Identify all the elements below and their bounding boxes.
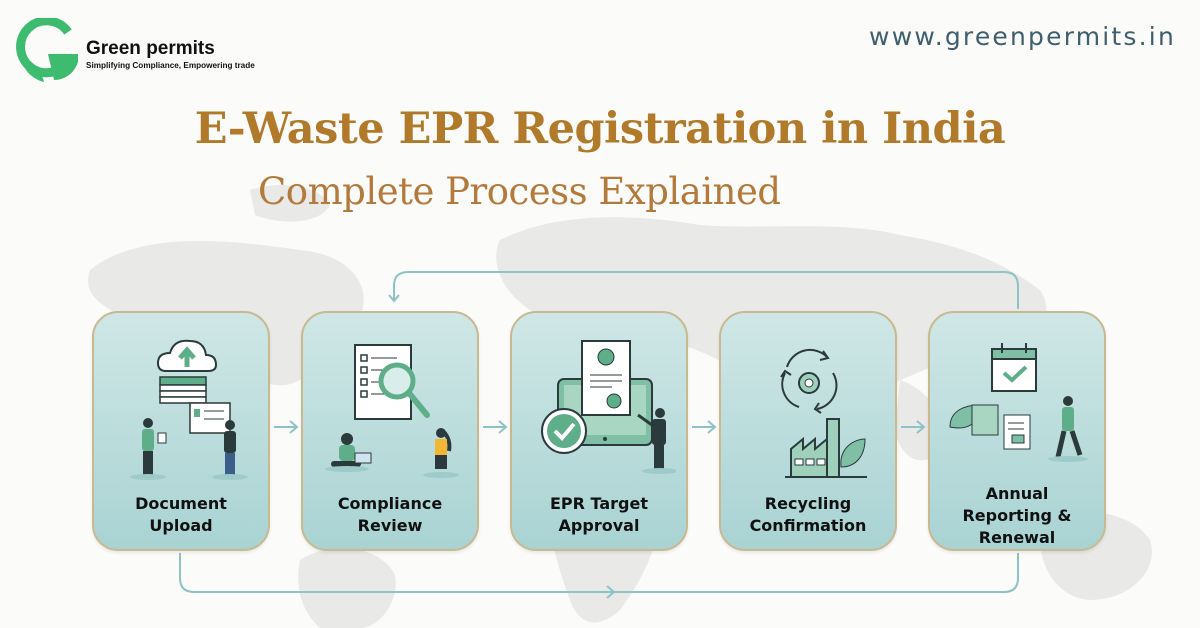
- approved-certificate-icon: [541, 340, 676, 474]
- step-label-line: Confirmation: [749, 516, 867, 535]
- step-label-line: Document: [135, 494, 227, 513]
- website-url[interactable]: www.greenpermits.in: [869, 22, 1176, 51]
- step-label-line: Compliance: [337, 494, 443, 513]
- step-card-compliance-review[interactable]: Compliance Review: [301, 311, 479, 551]
- step-label: Annual Reporting & Renewal: [930, 483, 1104, 549]
- cloud-upload-documents-icon: [130, 339, 248, 480]
- step-label: Compliance Review: [303, 493, 477, 537]
- step-label-line: Upload: [149, 516, 213, 535]
- step-card-document-upload[interactable]: Document Upload: [92, 311, 270, 551]
- step-label: Recycling Confirmation: [721, 493, 895, 537]
- step-card-annual-reporting-renewal[interactable]: Annual Reporting & Renewal: [928, 311, 1106, 551]
- brand-name: Green permits: [86, 38, 215, 59]
- checklist-magnifier-icon: [325, 344, 459, 478]
- step-label-line: Review: [357, 516, 423, 535]
- step-label-line: Renewal: [978, 528, 1056, 547]
- green-g-logo-icon: [16, 18, 78, 82]
- recycling-factory-icon: [780, 348, 867, 478]
- step-label-line: Recycling: [764, 494, 852, 513]
- step-card-epr-target-approval[interactable]: EPR Target Approval: [510, 311, 688, 551]
- page-title: E-Waste EPR Registration in India: [194, 104, 1006, 154]
- step-label-line: Annual: [985, 484, 1049, 503]
- brand-logo[interactable]: Green permits Simplifying Compliance, Em…: [16, 18, 276, 84]
- step-card-recycling-confirmation[interactable]: Recycling Confirmation: [719, 311, 897, 551]
- page-subtitle: Complete Process Explained: [258, 170, 781, 213]
- step-label: EPR Target Approval: [512, 493, 686, 537]
- calendar-report-icon: [949, 343, 1088, 462]
- step-label: Document Upload: [94, 493, 268, 537]
- step-label-line: Reporting &: [962, 506, 1072, 525]
- step-label-line: EPR Target: [549, 494, 649, 513]
- step-label-line: Approval: [558, 516, 640, 535]
- brand-tagline: Simplifying Compliance, Empowering trade: [86, 61, 255, 70]
